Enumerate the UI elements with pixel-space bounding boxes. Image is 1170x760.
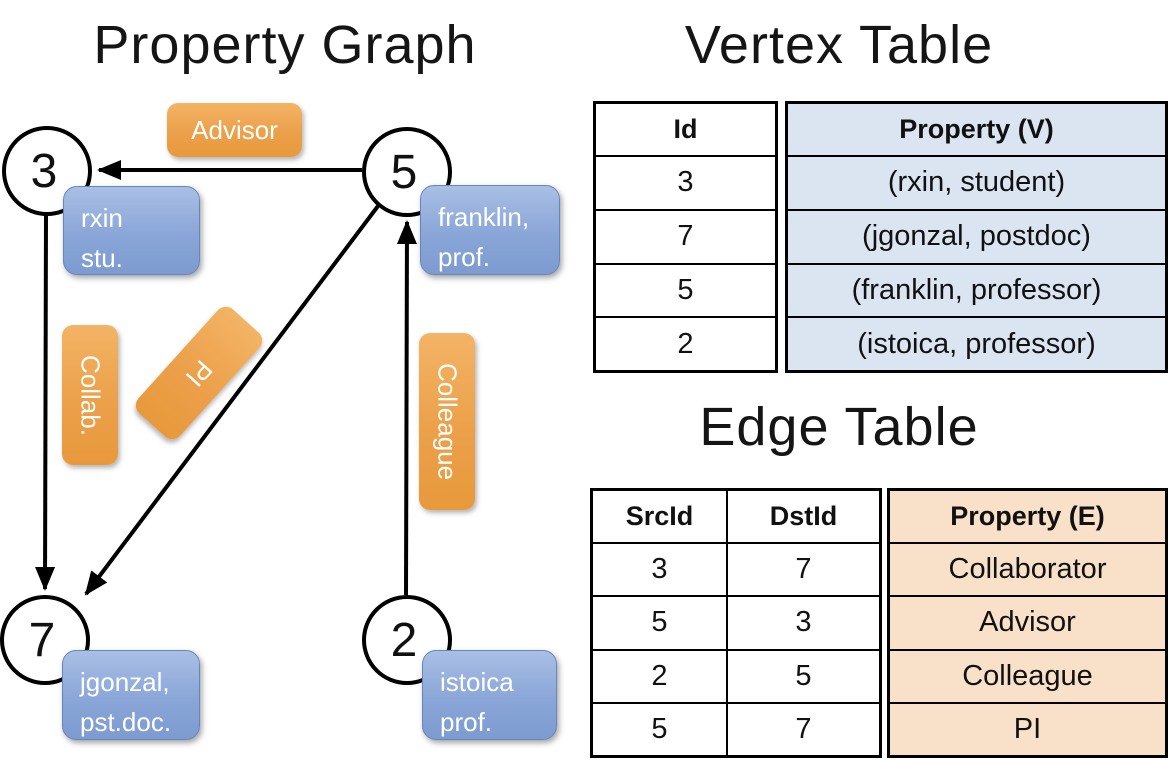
edge-table-src-cell: 5	[593, 595, 726, 648]
vertex-prop-7-line2: pst.doc.	[80, 707, 172, 738]
vertex-prop-2-line2: prof.	[440, 707, 493, 738]
graph-node-3-id: 3	[30, 144, 58, 198]
graph-node-7: 7	[0, 595, 90, 685]
graph-edges	[35, 160, 417, 596]
edge-label-advisor-text: Advisor	[191, 114, 278, 145]
graph-node-2: 2	[362, 595, 452, 685]
edge-table-property-cell: Collaborator	[890, 542, 1165, 595]
vertex-table-title: Vertex Table	[684, 15, 994, 75]
vertex-table-id-cell: 2	[596, 316, 775, 370]
edge-pi-5-to-7	[84, 204, 380, 596]
vertex-table-property-cell: (rxin, student)	[788, 155, 1165, 209]
vertex-prop-3-line2: stu.	[81, 243, 123, 274]
graph-node-5: 5	[362, 127, 452, 217]
edge-table-header-property: Property (E)	[950, 501, 1105, 531]
vertex-table-header-property: Property (V)	[899, 114, 1054, 144]
edge-label-advisor: Advisor	[167, 103, 302, 157]
vertex-prop-3-line1: rxin	[81, 203, 123, 233]
edge-label-colleague-text: Colleague	[432, 362, 463, 481]
vertex-table-property-column: Property (V) (rxin, student) (jgonzal, p…	[785, 101, 1168, 373]
vertex-prop-box-5: franklin, prof.	[420, 185, 560, 275]
edge-table-property-cell: PI	[890, 701, 1165, 755]
graph-node-5-id: 5	[390, 145, 418, 199]
graph-node-2-id: 2	[390, 613, 418, 667]
edge-colleague-2-to-5	[396, 220, 417, 596]
edge-label-collab-text: Collab.	[75, 354, 106, 436]
edge-table-src-cell: 3	[593, 542, 726, 595]
edge-table-dst-cell: 3	[726, 595, 879, 649]
vertex-table-property-cell: (istoica, professor)	[788, 316, 1165, 370]
vertex-table-header-id: Id	[673, 114, 698, 144]
edge-label-colleague: Colleague	[419, 333, 475, 510]
edge-collab-3-to-7	[35, 213, 56, 591]
property-graph-title: Property Graph	[93, 15, 477, 75]
vertex-table-id-column: Id 3 7 5 2	[593, 101, 778, 373]
graph-node-3: 3	[2, 126, 92, 216]
edge-table-id-columns: SrcId DstId 3 7 5 3 2 5 5 7	[590, 488, 882, 758]
edge-table-property-cell: Advisor	[890, 595, 1165, 648]
vertex-prop-2-line1: istoica	[440, 667, 514, 697]
edge-table-header-srcid: SrcId	[625, 501, 694, 531]
edge-table-src-cell: 2	[593, 648, 726, 702]
vertex-prop-5-line1: franklin,	[438, 202, 530, 232]
vertex-prop-7-line1: jgonzal,	[80, 667, 170, 697]
edge-table-dst-cell: 5	[726, 648, 879, 702]
edge-label-collab: Collab.	[62, 325, 118, 465]
vertex-prop-5-line2: prof.	[438, 242, 491, 273]
graph-node-7-id: 7	[28, 613, 56, 667]
vertex-table-id-cell: 7	[596, 208, 775, 263]
edge-table-property-cell: Colleague	[890, 648, 1165, 702]
edge-table-property-column: Property (E) Collaborator Advisor Collea…	[887, 488, 1168, 758]
edge-table-title: Edge Table	[699, 397, 979, 457]
vertex-prop-box-2: istoica prof.	[422, 650, 557, 740]
vertex-table-id-cell: 5	[596, 262, 775, 317]
vertex-table-property-cell: (franklin, professor)	[788, 262, 1165, 317]
vertex-table-id-cell: 3	[596, 155, 775, 209]
vertex-prop-box-7: jgonzal, pst.doc.	[62, 650, 200, 740]
edge-table-dst-cell: 7	[726, 542, 879, 596]
property-graph-panel: Property Graph Advisor Collab. PI Collea…	[0, 15, 560, 740]
vertex-prop-box-3: rxin stu.	[63, 186, 200, 275]
vertex-table-property-cell: (jgonzal, postdoc)	[788, 208, 1165, 263]
edge-table-dst-cell: 7	[726, 701, 879, 755]
edge-table-src-cell: 5	[593, 701, 726, 755]
edge-table-header-dstid: DstId	[726, 491, 879, 542]
